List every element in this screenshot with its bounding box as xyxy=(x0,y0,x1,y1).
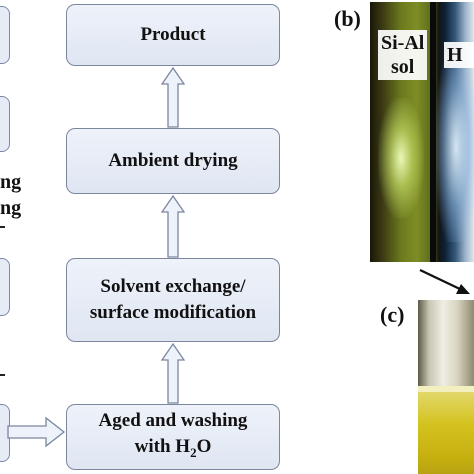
panel-b-photo: Si-Al sol H xyxy=(370,2,474,262)
left-dash-2 xyxy=(0,374,5,376)
aged-washing-line2-sub: 2 xyxy=(190,444,197,460)
tube-1-label-line2: sol xyxy=(391,56,415,78)
tube-2-label: H xyxy=(444,42,474,68)
aged-washing-line1: Aged and washing xyxy=(98,410,248,432)
product-label: Product xyxy=(140,24,206,45)
ambient-drying-box: Ambient drying xyxy=(66,128,280,194)
solvent-exchange-line1: Solvent exchange/ xyxy=(100,276,246,297)
arrow-left-to-aged xyxy=(7,416,66,448)
solvent-exchange-line2: surface modification xyxy=(89,302,257,323)
aged-washing-line2-suffix: O xyxy=(196,436,212,458)
panel-c-label: (c) xyxy=(380,302,405,327)
product-box: Product xyxy=(66,4,280,66)
arrow-drying-to-product xyxy=(160,66,186,128)
left-text-fragment-1: ng xyxy=(0,171,22,193)
ambient-drying-label: Ambient drying xyxy=(108,150,238,171)
tube-divider xyxy=(430,2,436,262)
tube-2-glow xyxy=(436,52,474,242)
arrow-solvent-to-drying xyxy=(160,194,186,258)
arrow-b-to-c-head xyxy=(456,284,470,294)
left-text-fragment-2: ng xyxy=(0,197,22,219)
aged-washing-box: Aged and washing with H2O xyxy=(66,404,280,470)
arrow-aged-to-solvent xyxy=(160,342,186,404)
tube-1-label-line1: Si-Al xyxy=(381,32,425,54)
tube-1-glow xyxy=(378,98,424,218)
aged-washing-line2-prefix: with H xyxy=(134,436,191,458)
panel-b-label: (b) xyxy=(334,6,361,31)
yellow-liquid xyxy=(418,392,474,474)
tube-1-label: Si-Al sol xyxy=(378,30,428,80)
solvent-exchange-box: Solvent exchange/ surface modification xyxy=(66,258,280,342)
aged-washing-line2: with H2O xyxy=(135,434,212,466)
panel-c-photo xyxy=(418,300,474,474)
left-dash-1 xyxy=(0,226,5,228)
liquid-meniscus xyxy=(418,386,474,394)
arrow-b-to-c xyxy=(419,269,463,291)
